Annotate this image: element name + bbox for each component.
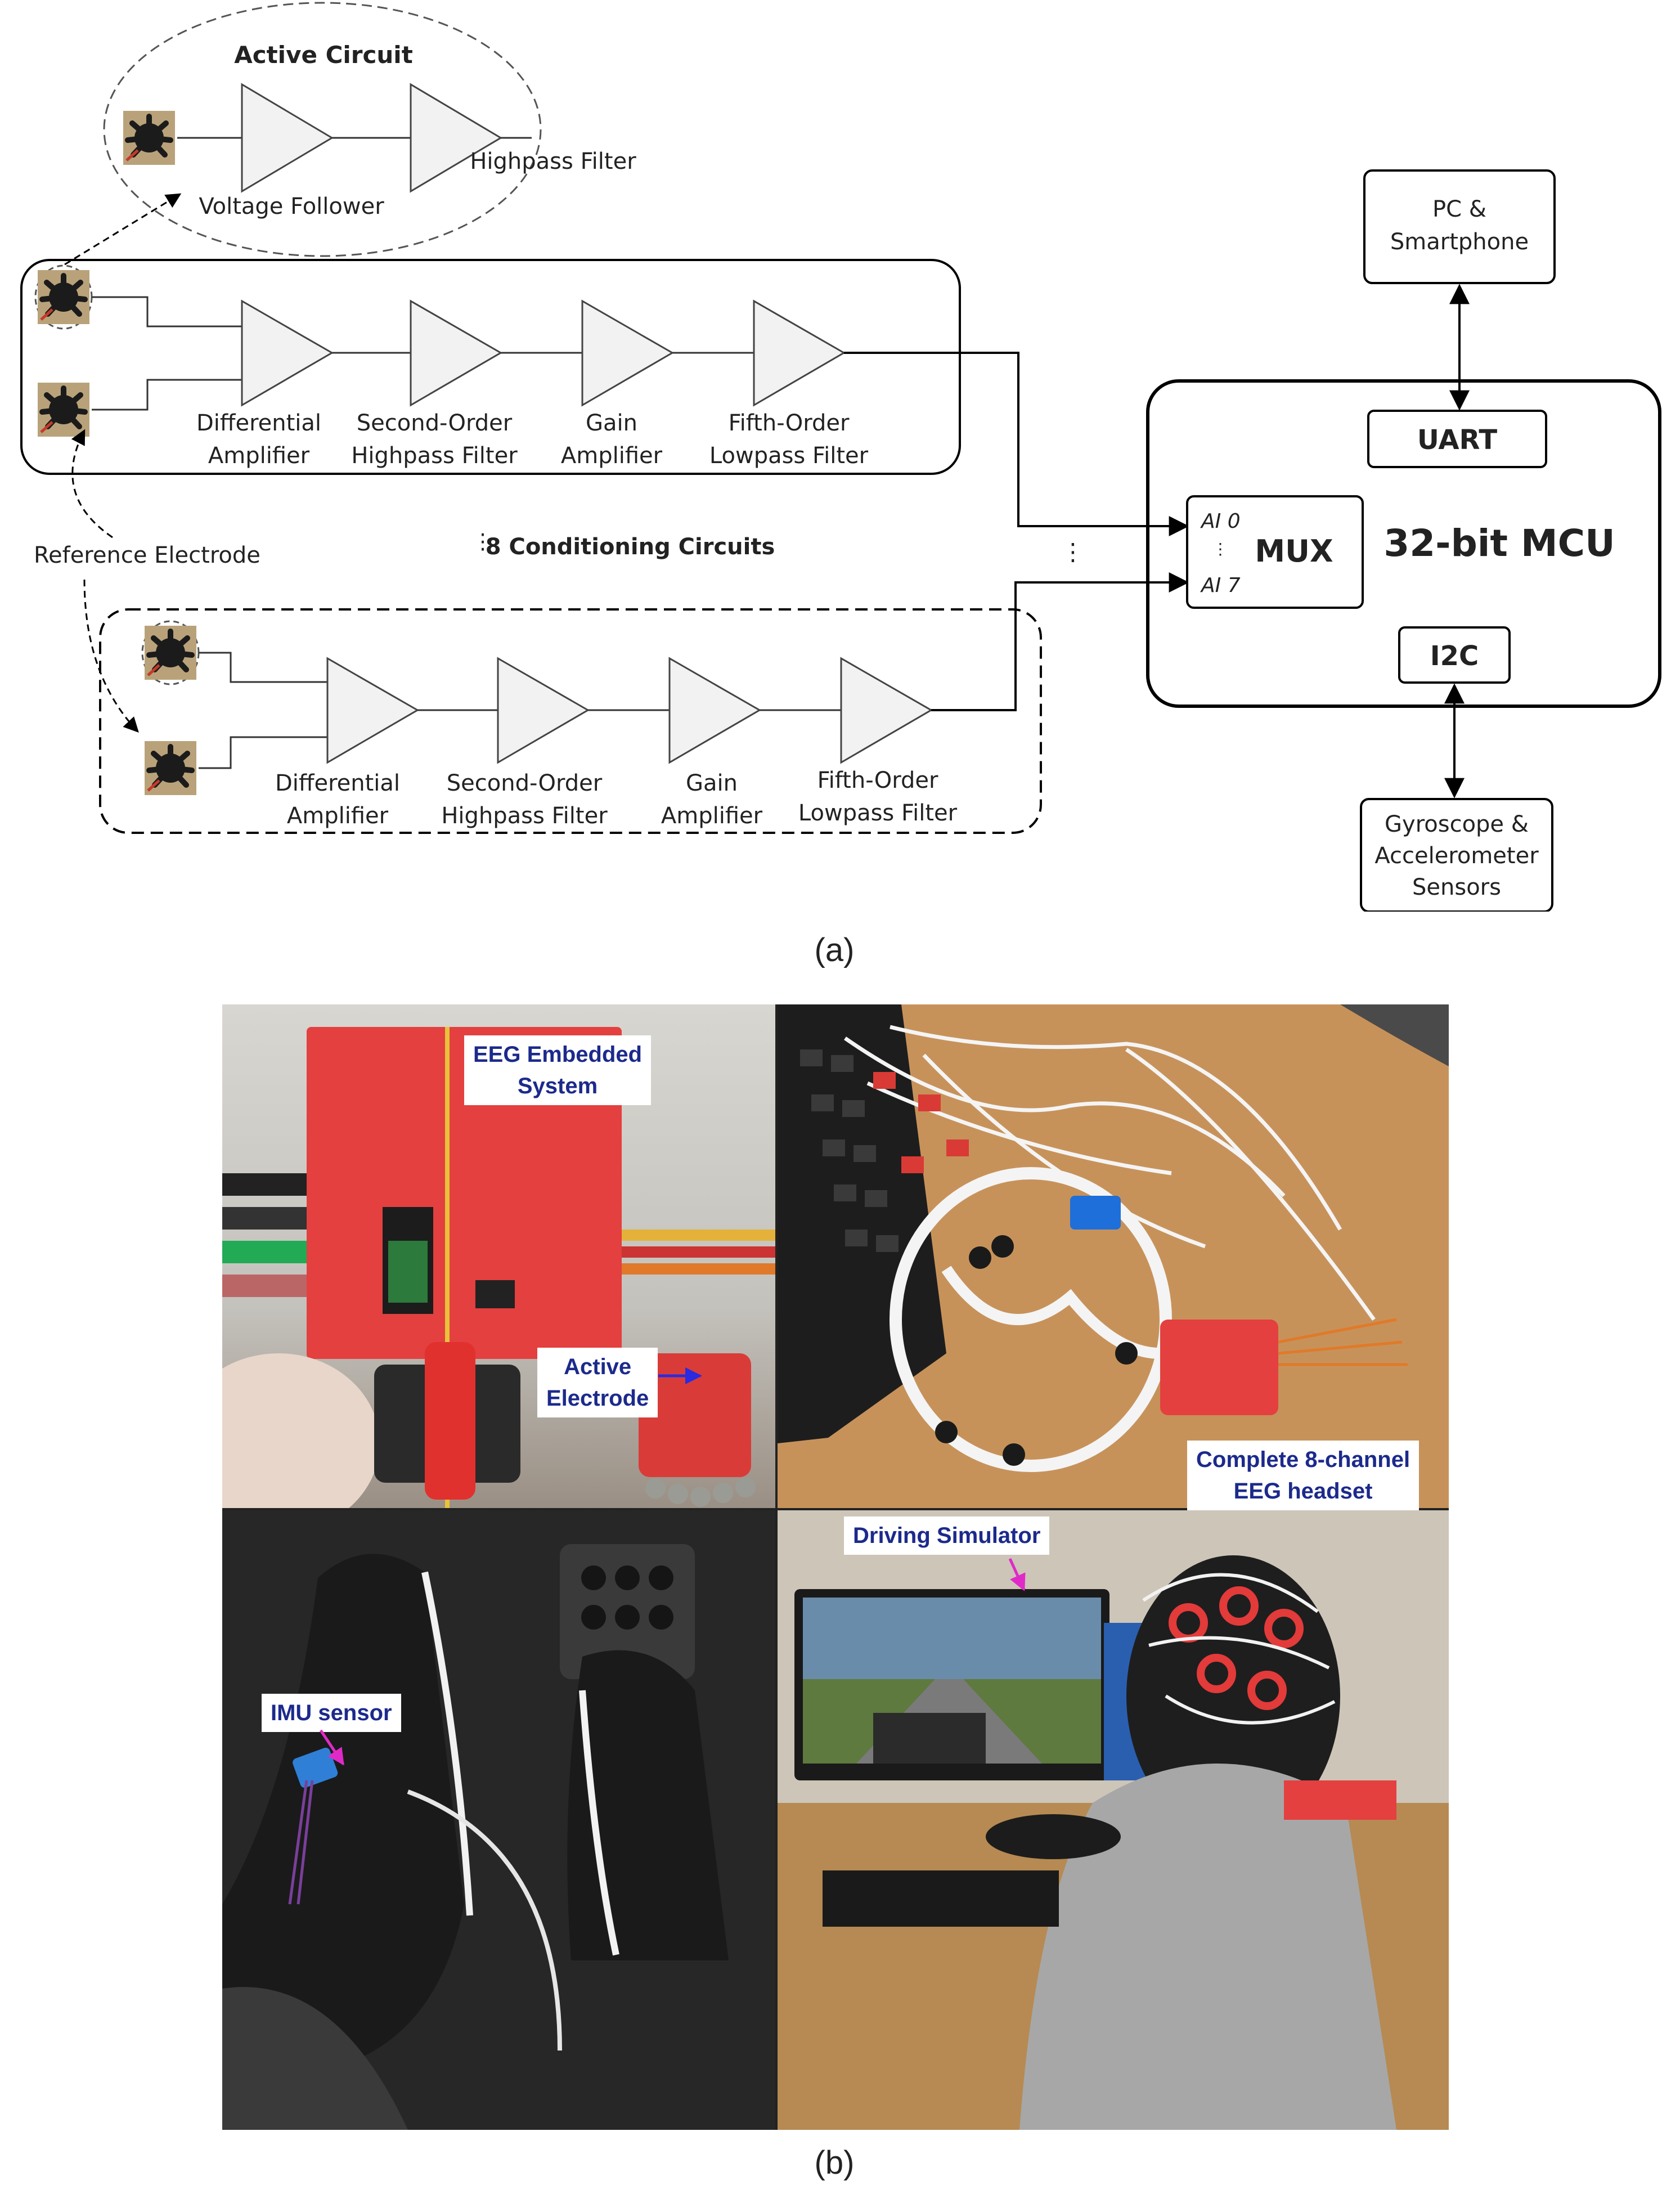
stage3-label: Gain [586,410,637,436]
stage3-label: Gain [686,770,738,796]
reference-electrode-label: Reference Electrode [34,542,260,568]
pc-smartphone-box [1363,169,1556,284]
stage3-label: Amplifier [561,443,663,469]
caption-b: (b) [814,2144,855,2181]
caption-a: (a) [814,932,855,968]
sensors-label: Accelerometer [1374,843,1539,869]
electrode-icon [38,383,89,437]
uart-box [1367,410,1547,468]
sensors-label: Sensors [1412,874,1501,900]
highpass-triangle [410,83,502,193]
differential-amp-triangle [326,657,419,764]
stage1-label: Amplifier [287,803,389,829]
photo-headset-parts [778,1004,1449,1508]
electrode-icon [145,741,196,795]
pc-label: Smartphone [1390,229,1529,255]
sensors-box [1360,798,1553,912]
pc-label: PC & [1432,196,1486,222]
i2c-label: I2C [1430,640,1479,672]
svg-text:PC &Smartphone: PC & Smartphone [1390,196,1529,255]
active-electrode-icon [123,111,175,165]
highpass-filter-label: Highpass Filter [470,149,636,174]
label-driving-simulator: Driving Simulator [844,1516,1050,1555]
stage4-label: Fifth-Order [729,410,850,436]
mux-box [1186,495,1364,609]
gain-amp-triangle [581,299,674,407]
fifth-order-lp-triangle [840,657,933,764]
conditioning-circuit-top [20,259,961,475]
dots-icon: ⋮ [1061,538,1085,566]
stage1-label: Amplifier [208,443,310,469]
stage2-label: Second-Order [447,770,603,796]
uart-label: UART [1417,424,1497,456]
photo-foot-imu [222,1510,775,2130]
stage4-label: Fifth-Order [817,768,938,793]
fifth-order-lp-triangle [753,299,846,407]
stage2-label: Highpass Filter [351,443,518,469]
stage4-label: Lowpass Filter [709,443,869,469]
electrode-icon [38,270,89,324]
stage1-label: Differential [275,770,400,796]
photo-driving-simulator [778,1510,1449,2130]
stage2-label: Highpass Filter [441,803,608,829]
stage2-label: Second-Order [357,410,513,436]
photo-eeg-system [222,1004,775,1508]
mux-input-last: AI 7 [1200,574,1241,597]
gain-amp-triangle [668,657,761,764]
mux-input-first: AI 0 [1200,510,1241,533]
label-arrows [319,1367,1026,1766]
active-circuit-title: Active Circuit [234,41,413,69]
second-order-hp-triangle [410,299,502,407]
electrode-icon [145,626,196,680]
mux-label: MUX [1255,533,1333,569]
dots-icon: ⋮ [472,529,493,554]
i2c-box [1398,626,1511,684]
mcu-label: 32-bit MCU [1383,522,1615,565]
conditioning-circuit-bottom [99,608,1042,834]
voltage-follower-triangle [241,83,334,193]
differential-amp-triangle [241,299,334,407]
second-order-hp-triangle [497,657,590,764]
voltage-follower-label: Voltage Follower [199,194,384,219]
active-circuit-outline [103,2,542,257]
system-block-diagram: Active Circuit Voltage Follower Highpass… [20,2,1661,912]
dots-icon: ⋮ [1212,540,1228,558]
stage4-label: Lowpass Filter [798,800,958,826]
mcu-box [1146,379,1661,708]
eight-conditioning-label: 8 Conditioning Circuits [486,534,775,560]
stage1-label: Differential [196,410,321,436]
sensors-label: Gyroscope & [1385,811,1529,837]
stage3-label: Amplifier [661,803,763,829]
label-imu-sensor: IMU sensor [262,1694,401,1732]
